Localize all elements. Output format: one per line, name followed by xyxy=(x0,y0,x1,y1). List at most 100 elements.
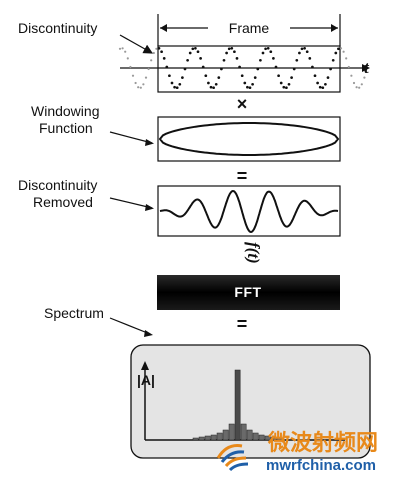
fft-block xyxy=(157,275,340,310)
wave-sample-outside xyxy=(350,74,353,77)
wave-sample xyxy=(321,86,325,90)
watermark-chinese-text: 微波射频网 xyxy=(267,430,378,456)
spectrum-bar xyxy=(222,429,229,441)
wave-sample xyxy=(246,85,249,89)
wave-sample xyxy=(233,50,236,54)
wave-sample xyxy=(295,58,299,62)
wave-sample xyxy=(311,65,314,69)
wave-sample xyxy=(160,50,163,54)
wave-sample xyxy=(282,85,286,89)
wave-sample xyxy=(264,47,267,51)
wave-sample-outside xyxy=(139,86,142,89)
wave-sample xyxy=(183,67,187,71)
window-function-box xyxy=(157,116,341,162)
wave-sample-outside xyxy=(126,57,129,60)
wave-sample-outside xyxy=(147,67,150,71)
spectrum-bar xyxy=(198,436,205,441)
spectrum-bar xyxy=(228,423,235,441)
wave-sample xyxy=(326,76,330,79)
wave-sample xyxy=(324,82,327,86)
wave-sample-outside xyxy=(342,50,345,53)
wave-sample-outside xyxy=(360,83,363,86)
wave-sample xyxy=(305,50,309,54)
wave-sample xyxy=(331,58,335,62)
wave-sample xyxy=(277,74,280,78)
discontinuity-label: Discontinuity xyxy=(18,20,97,36)
wave-sample xyxy=(191,47,195,51)
wave-sample-outside xyxy=(129,65,132,69)
watermark-url-text: mwrfchina.com xyxy=(266,457,376,474)
windowed-signal-curve xyxy=(159,189,339,234)
equals-symbol-1: = xyxy=(237,166,248,186)
watermark: 微波射频网 mwrfchina.com xyxy=(216,430,378,474)
wave-sample-outside xyxy=(363,76,366,79)
spectrum-bar xyxy=(240,423,247,441)
spectrum-bar xyxy=(264,435,271,441)
wave-sample xyxy=(225,51,228,55)
spectrum-pointer-arrowhead xyxy=(144,330,153,337)
wave-sample xyxy=(238,65,241,69)
wave-sample-outside xyxy=(144,76,148,79)
fft-label: FFT xyxy=(234,284,261,300)
removed-label-line2: Removed xyxy=(33,194,93,210)
wave-sample xyxy=(204,74,208,78)
wave-sample-outside xyxy=(352,81,356,85)
wave-sample xyxy=(199,57,202,60)
removed-pointer-line xyxy=(109,197,153,209)
wave-sample xyxy=(316,81,319,85)
wave-sample xyxy=(181,76,184,79)
wave-sample xyxy=(287,82,291,86)
frame-label: Frame xyxy=(229,20,270,36)
frame-arrowhead-right xyxy=(331,24,338,32)
wave-sample-outside xyxy=(150,59,153,62)
spectrum-bar xyxy=(252,432,259,441)
spectrum-bars xyxy=(192,369,283,441)
sampled-sine-wave xyxy=(118,46,366,90)
wave-sample xyxy=(251,82,254,86)
wave-sample xyxy=(303,46,306,50)
wave-sample xyxy=(243,81,247,85)
spectrum-bar xyxy=(276,437,283,441)
wave-sample xyxy=(253,76,257,79)
wave-sample-outside xyxy=(118,47,122,50)
windowing-label-line2: Function xyxy=(39,120,93,136)
frame-box xyxy=(157,45,341,93)
wave-sample xyxy=(209,85,213,89)
amplitude-axis-arrowhead xyxy=(141,361,149,370)
wave-sample-outside xyxy=(339,47,343,50)
windowing-pointer-line xyxy=(109,131,153,144)
wave-sample xyxy=(256,67,260,71)
wave-sample xyxy=(329,67,332,71)
equals-symbol-2: = xyxy=(237,314,248,334)
spectrum-peak-bar xyxy=(234,369,241,441)
wave-sample xyxy=(186,58,189,62)
wave-sample xyxy=(222,58,226,62)
spectrum-panel xyxy=(130,344,371,459)
wave-sample xyxy=(337,47,340,51)
wave-sample xyxy=(240,74,244,78)
spectrum-bar xyxy=(192,437,199,441)
spectrum-label: Spectrum xyxy=(44,305,104,321)
wave-sample xyxy=(188,51,192,55)
wave-sample xyxy=(318,85,322,89)
wave-sample xyxy=(298,51,301,55)
wave-sample xyxy=(212,86,215,90)
spectrum-bar xyxy=(204,435,211,441)
multiply-symbol: × xyxy=(237,94,248,114)
wave-sample-outside xyxy=(124,50,127,53)
frame-arrowhead-left xyxy=(160,24,167,32)
wave-sample xyxy=(217,76,221,79)
wave-sample xyxy=(175,86,179,90)
wave-sample-outside xyxy=(358,86,361,89)
removed-pointer-arrowhead xyxy=(145,204,154,211)
wave-sample xyxy=(214,82,218,86)
wave-sample-outside xyxy=(134,81,137,85)
watermark-logo xyxy=(216,444,249,472)
wave-sample-outside xyxy=(152,51,155,55)
wave-sample xyxy=(272,57,275,60)
wave-sample-outside xyxy=(131,74,135,77)
wave-sample-outside xyxy=(142,83,145,86)
wave-sample xyxy=(235,57,239,60)
wave-sample xyxy=(170,81,174,85)
